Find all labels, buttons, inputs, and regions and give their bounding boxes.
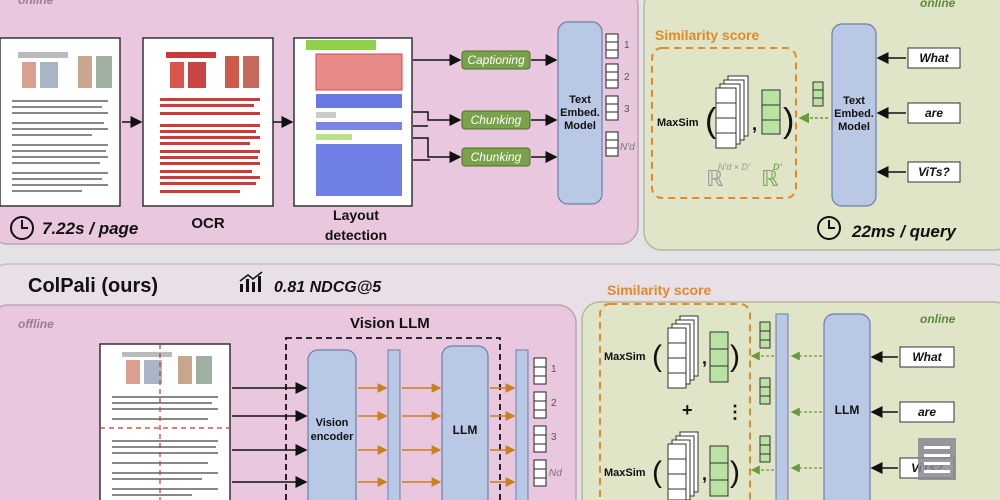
arrow-to-chunking-1 bbox=[413, 111, 462, 126]
similarity-box-bottom bbox=[599, 303, 751, 500]
step-chunking-2: Chunking bbox=[461, 147, 531, 167]
embedding-vectors-offline bbox=[605, 33, 619, 157]
step-captioning: Captioning bbox=[461, 50, 531, 70]
doc-embedding-stack-b1 bbox=[667, 315, 699, 389]
vec-index-2: 2 bbox=[624, 72, 630, 83]
svg-text:Embed.: Embed. bbox=[560, 107, 600, 119]
top-offline-tag: online bbox=[18, 0, 54, 7]
layout-label-line1: Layout bbox=[333, 207, 379, 223]
svg-text:Chunking: Chunking bbox=[471, 113, 522, 127]
svg-text:Chunking: Chunking bbox=[471, 150, 522, 164]
maxsim-bottom-1: MaxSim bbox=[604, 351, 646, 363]
ocr-label: OCR bbox=[191, 215, 225, 232]
dim-left: N'd × D' bbox=[718, 162, 750, 172]
svg-text:Embed.: Embed. bbox=[834, 108, 874, 120]
arrow-to-chunking-2 bbox=[413, 137, 462, 163]
paren-close-b2: ) bbox=[730, 456, 740, 489]
query-embedding-top bbox=[761, 89, 781, 135]
vec-index-nd: N'd bbox=[620, 142, 635, 153]
svg-text:Text: Text bbox=[569, 94, 591, 106]
vec-index-bnd: Nd bbox=[549, 468, 562, 479]
paren-open-b1: ( bbox=[652, 340, 662, 373]
vec-index-b1: 1 bbox=[551, 364, 557, 375]
vision-llm-title: Vision LLM bbox=[350, 315, 430, 332]
svg-text:Captioning: Captioning bbox=[467, 53, 525, 67]
text-embed-model-online: Text Embed. Model bbox=[831, 23, 877, 207]
query-projection-layer bbox=[775, 313, 789, 500]
svg-text:are: are bbox=[925, 106, 943, 120]
vision-encoder: Vision encoder bbox=[307, 349, 357, 500]
comma-b2: , bbox=[702, 464, 707, 484]
vision-llm-box bbox=[285, 337, 501, 500]
colpali-title: ColPali (ours) bbox=[28, 275, 158, 297]
layout-label-line2: detection bbox=[325, 227, 387, 243]
real-symbol-right: ℝ bbox=[761, 166, 779, 191]
vec-index-1: 1 bbox=[624, 40, 630, 51]
bottom-online-tag: online bbox=[920, 312, 956, 326]
paren-open-b2: ( bbox=[652, 456, 662, 489]
query-embedding-b2 bbox=[709, 445, 729, 497]
page-time: 7.22s / page bbox=[42, 219, 138, 238]
paren-close-b1: ) bbox=[730, 340, 740, 373]
svg-text:What: What bbox=[919, 51, 949, 65]
vec-index-b3: 3 bbox=[551, 432, 557, 443]
svg-text:Vision: Vision bbox=[316, 417, 349, 429]
query-token-what-bottom: What bbox=[899, 346, 955, 368]
clock-icon-query bbox=[817, 216, 841, 240]
step-chunking-1: Chunking bbox=[461, 110, 531, 130]
svg-text:Model: Model bbox=[564, 120, 596, 132]
text-embed-model-offline: Text Embed. Model bbox=[557, 21, 603, 205]
real-symbol-left: ℝ bbox=[706, 166, 724, 191]
bar-chart-icon bbox=[239, 271, 263, 292]
ndcg-metric: 0.81 NDCG@5 bbox=[274, 279, 382, 296]
dim-right: D' bbox=[773, 162, 782, 172]
paren-close-top: ) bbox=[783, 102, 794, 140]
query-llm-block: LLM bbox=[823, 313, 871, 500]
menu-overlay-icon[interactable] bbox=[918, 438, 956, 480]
svg-text:Model: Model bbox=[838, 121, 870, 133]
svg-text:What: What bbox=[912, 350, 942, 364]
query-vector-top bbox=[812, 81, 824, 107]
maxsim-bottom-2: MaxSim bbox=[604, 467, 646, 479]
document-page-thumbnail-bottom bbox=[99, 343, 231, 500]
output-projection-layer bbox=[515, 349, 529, 500]
query-token-what-top: What bbox=[907, 47, 961, 69]
query-token-are-bottom: are bbox=[899, 401, 955, 423]
maxsim-top: MaxSim bbox=[657, 117, 699, 129]
query-time: 22ms / query bbox=[851, 222, 957, 241]
svg-text:LLM: LLM bbox=[453, 423, 478, 437]
query-embedding-b1 bbox=[709, 331, 729, 383]
ocr-page-thumbnail bbox=[142, 37, 274, 207]
projection-layer bbox=[387, 349, 401, 500]
similarity-title-bottom: Similarity score bbox=[607, 282, 711, 298]
comma-b1: , bbox=[702, 348, 707, 368]
similarity-title-top: Similarity score bbox=[655, 27, 759, 43]
doc-embedding-stack-top bbox=[715, 75, 749, 149]
vec-index-b2: 2 bbox=[551, 398, 557, 409]
svg-text:LLM: LLM bbox=[835, 403, 860, 417]
svg-text:encoder: encoder bbox=[311, 431, 355, 443]
layout-detection-thumbnail bbox=[293, 37, 413, 207]
vec-index-3: 3 bbox=[624, 104, 630, 115]
llm-block: LLM bbox=[441, 345, 489, 500]
comma-top: , bbox=[752, 114, 757, 134]
paren-open-top: ( bbox=[705, 102, 717, 140]
clock-icon bbox=[10, 216, 34, 240]
document-page-thumbnail bbox=[0, 37, 121, 207]
embedding-vectors-bottom bbox=[533, 357, 547, 487]
vertical-dots: ⋮ bbox=[726, 402, 744, 422]
query-token-are-top: are bbox=[907, 102, 961, 124]
query-vectors-bottom bbox=[759, 321, 771, 463]
top-online-tag: online bbox=[920, 0, 956, 10]
doc-embedding-stack-b2 bbox=[667, 431, 699, 500]
bottom-offline-tag: offline bbox=[18, 317, 54, 331]
similarity-box-top bbox=[651, 47, 797, 199]
svg-text:Text: Text bbox=[843, 95, 865, 107]
plus-sign: + bbox=[682, 400, 693, 420]
query-token-vits-top: ViTs? bbox=[907, 161, 961, 183]
svg-text:ViTs?: ViTs? bbox=[918, 165, 950, 179]
svg-text:are: are bbox=[918, 405, 936, 419]
bottom-offline-panel bbox=[0, 304, 577, 500]
